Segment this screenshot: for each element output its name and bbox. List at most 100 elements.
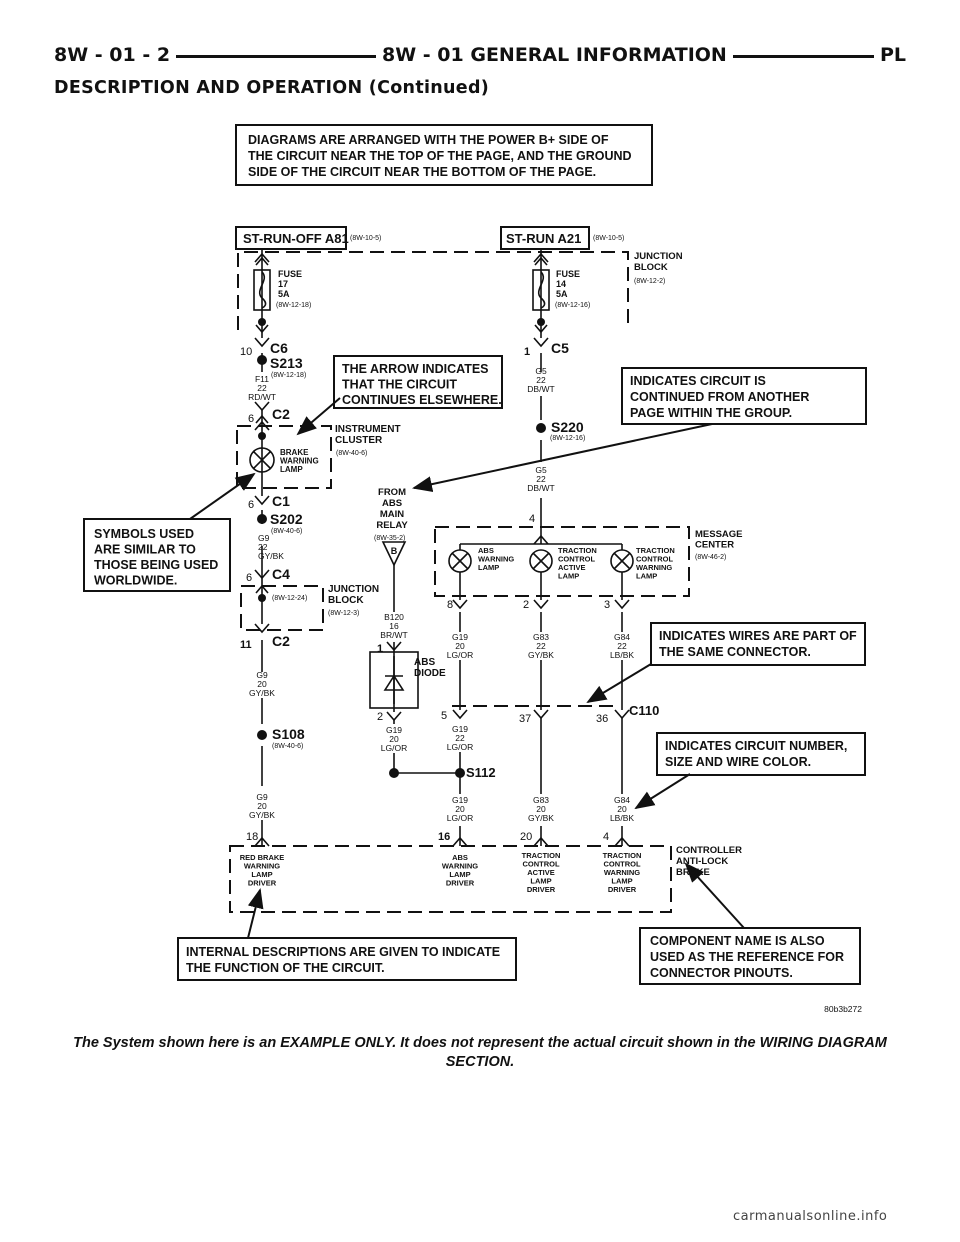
bulb-symbol (448, 549, 472, 573)
junction-block-outline (237, 251, 629, 330)
continuation-arrow (534, 324, 548, 334)
header-rule-left (164, 55, 404, 58)
splice-label: S202 (270, 511, 303, 527)
connector-symbol (452, 599, 468, 610)
connector-symbol (533, 599, 549, 610)
connector-symbol (254, 495, 270, 506)
callout-box (639, 927, 861, 985)
bulb-filament (252, 450, 272, 470)
connector-symbol (254, 337, 270, 348)
pin-number: 4 (603, 831, 609, 843)
continuation-arrow (255, 256, 269, 266)
reference-label: (8W-12-3) (328, 610, 359, 617)
connector-label: C2 (272, 633, 290, 649)
figure-caption: The System shown here is an EXAMPLE ONLY… (73, 1035, 887, 1070)
junction-block-outline (240, 585, 324, 631)
figure-id: 80b3b272 (824, 1004, 862, 1014)
pin-number: 5 (441, 710, 447, 722)
leader-arrow (412, 423, 713, 493)
reference-label: (8W-46-2) (695, 554, 726, 561)
section-title: 8W - 01 GENERAL INFORMATION (376, 44, 733, 66)
continuation-arrow (255, 324, 269, 334)
bulb-symbol (529, 549, 553, 573)
callout-box (650, 622, 866, 666)
leader-arrow (634, 773, 691, 810)
connector-symbol (254, 401, 270, 412)
leader-arrow (247, 888, 264, 939)
connector-label: C1 (272, 493, 290, 509)
fuse-symbol (253, 269, 271, 311)
wire (393, 753, 458, 774)
power-source-box (235, 226, 347, 250)
header-rule-right (634, 55, 874, 58)
reference-label: (8W-35-2) (374, 535, 405, 542)
connector-symbol (533, 709, 549, 720)
splice-dot (455, 768, 465, 778)
connector-symbol (614, 599, 630, 610)
connector-label: C2 (272, 406, 290, 422)
connector-symbol (254, 420, 270, 431)
fuse-symbol (532, 269, 550, 311)
bulb-symbol (610, 549, 634, 573)
connector-symbol (614, 709, 630, 720)
power-source-label: ST-RUN-OFF A81 (243, 231, 349, 246)
pin-number: 1 (377, 643, 383, 655)
page-header: 8W - 01 - 2 8W - 01 GENERAL INFORMATION … (54, 44, 906, 76)
pin-number: 36 (596, 713, 608, 725)
message-center-outline (434, 526, 690, 597)
connector-symbol (254, 623, 270, 634)
connector-symbol (533, 252, 549, 263)
reference-label: (8W-12-16) (555, 302, 590, 309)
pin-number: 6 (248, 499, 254, 511)
connector-symbol (533, 337, 549, 348)
power-source-label: ST-RUN A21 (506, 231, 581, 246)
callout-text: DIAGRAMS ARE ARRANGED WITH THE POWER B+ … (248, 133, 632, 179)
reference-label: (8W-12-24) (272, 595, 307, 602)
leader-arrow (296, 397, 341, 436)
reference-label: (8W-12-2) (634, 278, 665, 285)
bulb-filament (532, 552, 550, 570)
leader-arrow (189, 472, 256, 520)
instrument-cluster-outline (236, 425, 332, 489)
pin-number: 4 (529, 513, 535, 525)
splice-dot (257, 355, 267, 365)
pin-number: 2 (377, 711, 383, 723)
connector-symbol (614, 836, 630, 847)
connector-label: C4 (272, 566, 290, 582)
pin-number: 2 (523, 599, 529, 611)
pin-number: 1 (524, 346, 530, 358)
splice-label: S112 (466, 765, 496, 780)
relay-pin-symbol (381, 541, 407, 567)
callout-box (656, 732, 866, 776)
diode-symbol (383, 656, 405, 704)
splice-dot (257, 730, 267, 740)
watermark: carmanualsonline.info (733, 1209, 888, 1224)
splice-dot (537, 318, 545, 326)
callout-box (83, 518, 231, 592)
splice-dot (389, 768, 399, 778)
connector-symbol (254, 836, 270, 847)
